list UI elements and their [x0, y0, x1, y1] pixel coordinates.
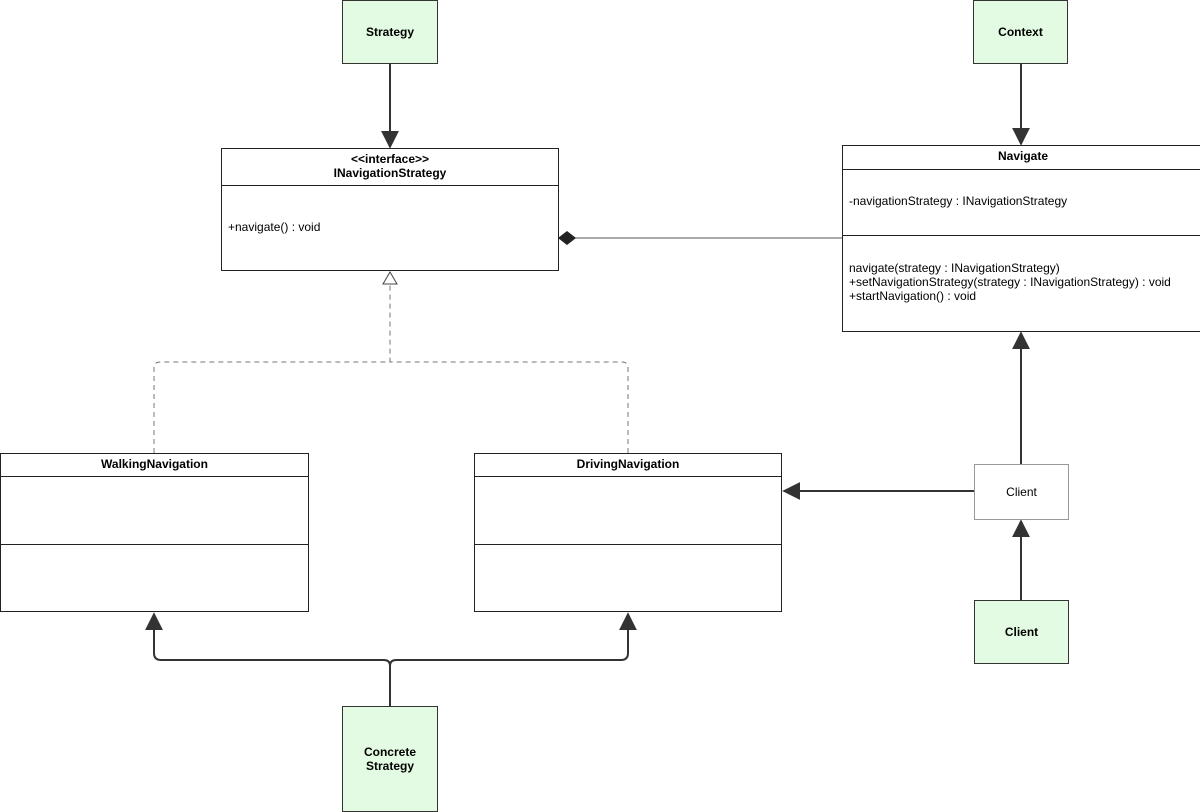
walking-navigation-name: WalkingNavigation — [101, 457, 208, 471]
interface-operation: +navigate() : void — [228, 220, 321, 234]
interface-name: INavigationStrategy — [333, 166, 447, 180]
driving-navigation-header: DrivingNavigation — [475, 454, 781, 477]
navigate-section-divider — [843, 235, 1200, 236]
walking-navigation-header: WalkingNavigation — [1, 454, 308, 477]
walking-navigation-class[interactable]: WalkingNavigation — [0, 453, 309, 612]
navigate-operations: navigate(strategy : INavigationStrategy)… — [843, 261, 1200, 303]
concrete-to-driving-arrow — [389, 612, 637, 667]
strategy-note[interactable]: Strategy — [342, 0, 438, 64]
realization-driving-line — [390, 361, 629, 453]
navigate-operation-start-navigation: +startNavigation() : void — [849, 289, 977, 303]
walking-navigation-divider — [1, 544, 308, 545]
interface-class-inavigationstrategy[interactable]: <<interface>> INavigationStrategy +navig… — [221, 148, 559, 271]
navigate-operation-navigate: navigate(strategy : INavigationStrategy) — [849, 261, 1060, 275]
client-box-label: Client — [1006, 485, 1037, 499]
navigate-class-header: Navigate — [843, 146, 1200, 170]
navigate-class-name: Navigate — [997, 149, 1049, 163]
driving-navigation-class[interactable]: DrivingNavigation — [474, 453, 782, 612]
concrete-strategy-note[interactable]: Concrete Strategy — [342, 706, 438, 812]
client-note-label: Client — [1004, 625, 1039, 639]
concrete-strategy-label-line2: Strategy — [365, 759, 415, 773]
driving-navigation-name: DrivingNavigation — [576, 457, 680, 471]
navigate-operation-set-strategy: +setNavigationStrategy(strategy : INavig… — [849, 275, 1171, 289]
interface-stereotype: <<interface>> — [350, 152, 430, 166]
context-note-label: Context — [998, 25, 1043, 39]
realization-triangle — [382, 271, 398, 285]
navigate-attribute: -navigationStrategy : INavigationStrateg… — [849, 194, 1068, 208]
concrete-strategy-label-line1: Concrete — [363, 745, 416, 759]
navigate-attributes: -navigationStrategy : INavigationStrateg… — [843, 194, 1200, 208]
client-box[interactable]: Client — [974, 464, 1069, 520]
strategy-note-label: Strategy — [365, 25, 415, 39]
client-note[interactable]: Client — [974, 600, 1069, 664]
interface-operations: +navigate() : void — [222, 220, 558, 234]
navigate-class[interactable]: Navigate -navigationStrategy : INavigati… — [842, 145, 1200, 332]
context-note[interactable]: Context — [973, 0, 1068, 64]
realization-walking-line — [153, 284, 391, 453]
driving-navigation-divider — [475, 544, 781, 545]
concrete-to-walking-arrow — [145, 612, 391, 706]
interface-class-header: <<interface>> INavigationStrategy — [222, 149, 558, 186]
composition-diamond — [558, 231, 576, 245]
